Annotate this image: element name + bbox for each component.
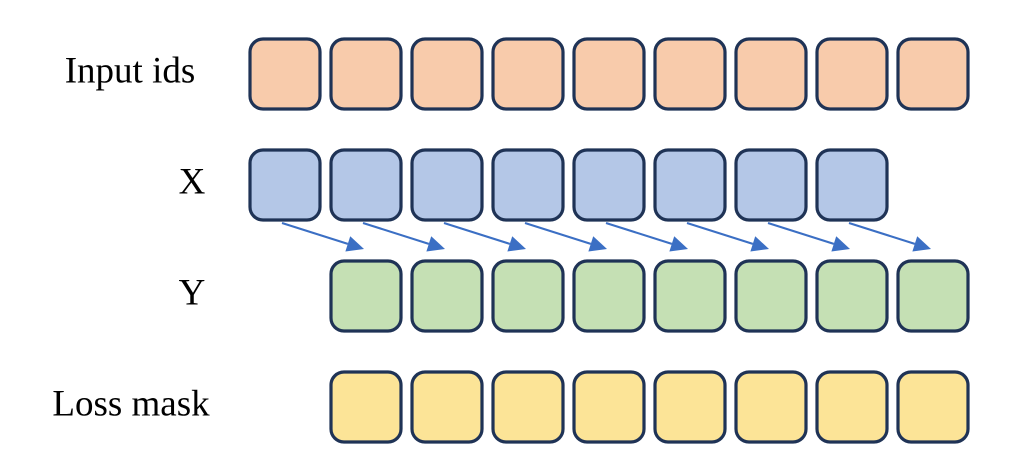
row-label-y: Y [179, 272, 206, 313]
cell-input-ids-3 [410, 37, 484, 111]
cell-loss-mask-1 [329, 370, 403, 444]
arrows-layer [281, 221, 931, 252]
cell-y-4 [572, 259, 646, 333]
row-label-input-ids: Input ids [65, 50, 196, 91]
boxes-layer [248, 37, 970, 444]
arrow-head-3 [507, 236, 526, 252]
cell-input-ids-4 [491, 37, 565, 111]
row-label-loss-mask: Loss mask [52, 383, 210, 424]
arrow-line-4 [524, 221, 592, 245]
shift-arrow-4 [524, 221, 607, 252]
row-x [248, 148, 889, 222]
shift-arrow-7 [767, 221, 850, 252]
cell-loss-mask-3 [491, 370, 565, 444]
row-y [329, 259, 970, 333]
arrow-head-4 [588, 236, 607, 252]
cell-loss-mask-7 [815, 370, 889, 444]
cell-loss-mask-8 [896, 370, 970, 444]
cell-x-4 [491, 148, 565, 222]
arrow-head-5 [669, 236, 688, 252]
shift-arrow-3 [443, 221, 526, 252]
arrow-line-3 [443, 221, 511, 245]
arrow-line-8 [848, 221, 916, 245]
cell-input-ids-2 [329, 37, 403, 111]
cell-x-3 [410, 148, 484, 222]
cell-loss-mask-6 [734, 370, 808, 444]
cell-y-5 [653, 259, 727, 333]
cell-x-1 [248, 148, 322, 222]
cell-x-5 [572, 148, 646, 222]
cell-x-7 [734, 148, 808, 222]
arrow-head-8 [912, 236, 931, 252]
arrow-head-1 [345, 236, 364, 252]
cell-y-2 [410, 259, 484, 333]
cell-x-6 [653, 148, 727, 222]
cell-input-ids-7 [734, 37, 808, 111]
cell-y-7 [815, 259, 889, 333]
cell-loss-mask-4 [572, 370, 646, 444]
shift-arrow-1 [281, 221, 364, 252]
shift-arrow-6 [686, 221, 769, 252]
arrow-head-2 [426, 236, 445, 252]
arrow-line-5 [605, 221, 673, 245]
cell-y-1 [329, 259, 403, 333]
row-loss-mask [329, 370, 970, 444]
arrow-line-6 [686, 221, 754, 245]
shift-arrow-8 [848, 221, 931, 252]
cell-input-ids-6 [653, 37, 727, 111]
cell-input-ids-1 [248, 37, 322, 111]
arrow-line-7 [767, 221, 835, 245]
cell-loss-mask-5 [653, 370, 727, 444]
arrow-line-2 [362, 221, 430, 245]
cell-y-8 [896, 259, 970, 333]
arrow-head-7 [831, 236, 850, 252]
row-label-x: X [179, 161, 206, 202]
arrow-line-1 [281, 221, 349, 245]
cell-y-6 [734, 259, 808, 333]
shift-arrow-5 [605, 221, 688, 252]
cell-x-8 [815, 148, 889, 222]
shift-arrow-2 [362, 221, 445, 252]
cell-loss-mask-2 [410, 370, 484, 444]
cell-input-ids-5 [572, 37, 646, 111]
arrow-head-6 [750, 236, 769, 252]
cell-input-ids-9 [896, 37, 970, 111]
cell-input-ids-8 [815, 37, 889, 111]
cell-y-3 [491, 259, 565, 333]
cell-x-2 [329, 148, 403, 222]
row-input-ids [248, 37, 970, 111]
